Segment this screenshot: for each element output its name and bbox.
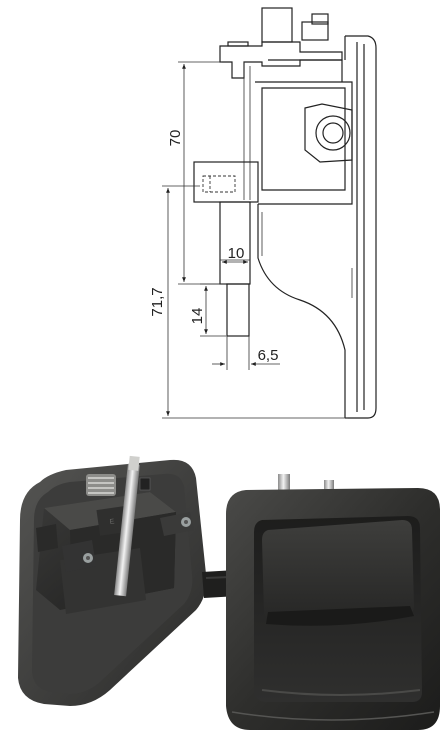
recessed-handle-front-photo [202,474,440,730]
dimension-10: 10 [222,245,248,264]
dimension-10-label: 10 [228,245,245,262]
svg-text:E: E [109,518,115,526]
top-mechanism [219,7,343,200]
bezel-profile [344,35,377,419]
dimension-14: 14 [189,283,226,337]
dimension-14-label: 14 [189,308,206,325]
technical-drawing: 70 71,7 14 10 6,5 [149,7,377,419]
dimension-6-5-label: 6,5 [258,347,279,364]
dimension-6-5: 6,5 [212,336,280,370]
latch-mechanism-back-photo: E [18,455,207,706]
housing-profile [255,59,353,410]
dimension-71-7: 71,7 [149,185,348,419]
actuating-rod [193,161,259,337]
dimension-70-label: 70 [167,130,184,147]
dimension-71-7-label: 71,7 [149,287,166,316]
